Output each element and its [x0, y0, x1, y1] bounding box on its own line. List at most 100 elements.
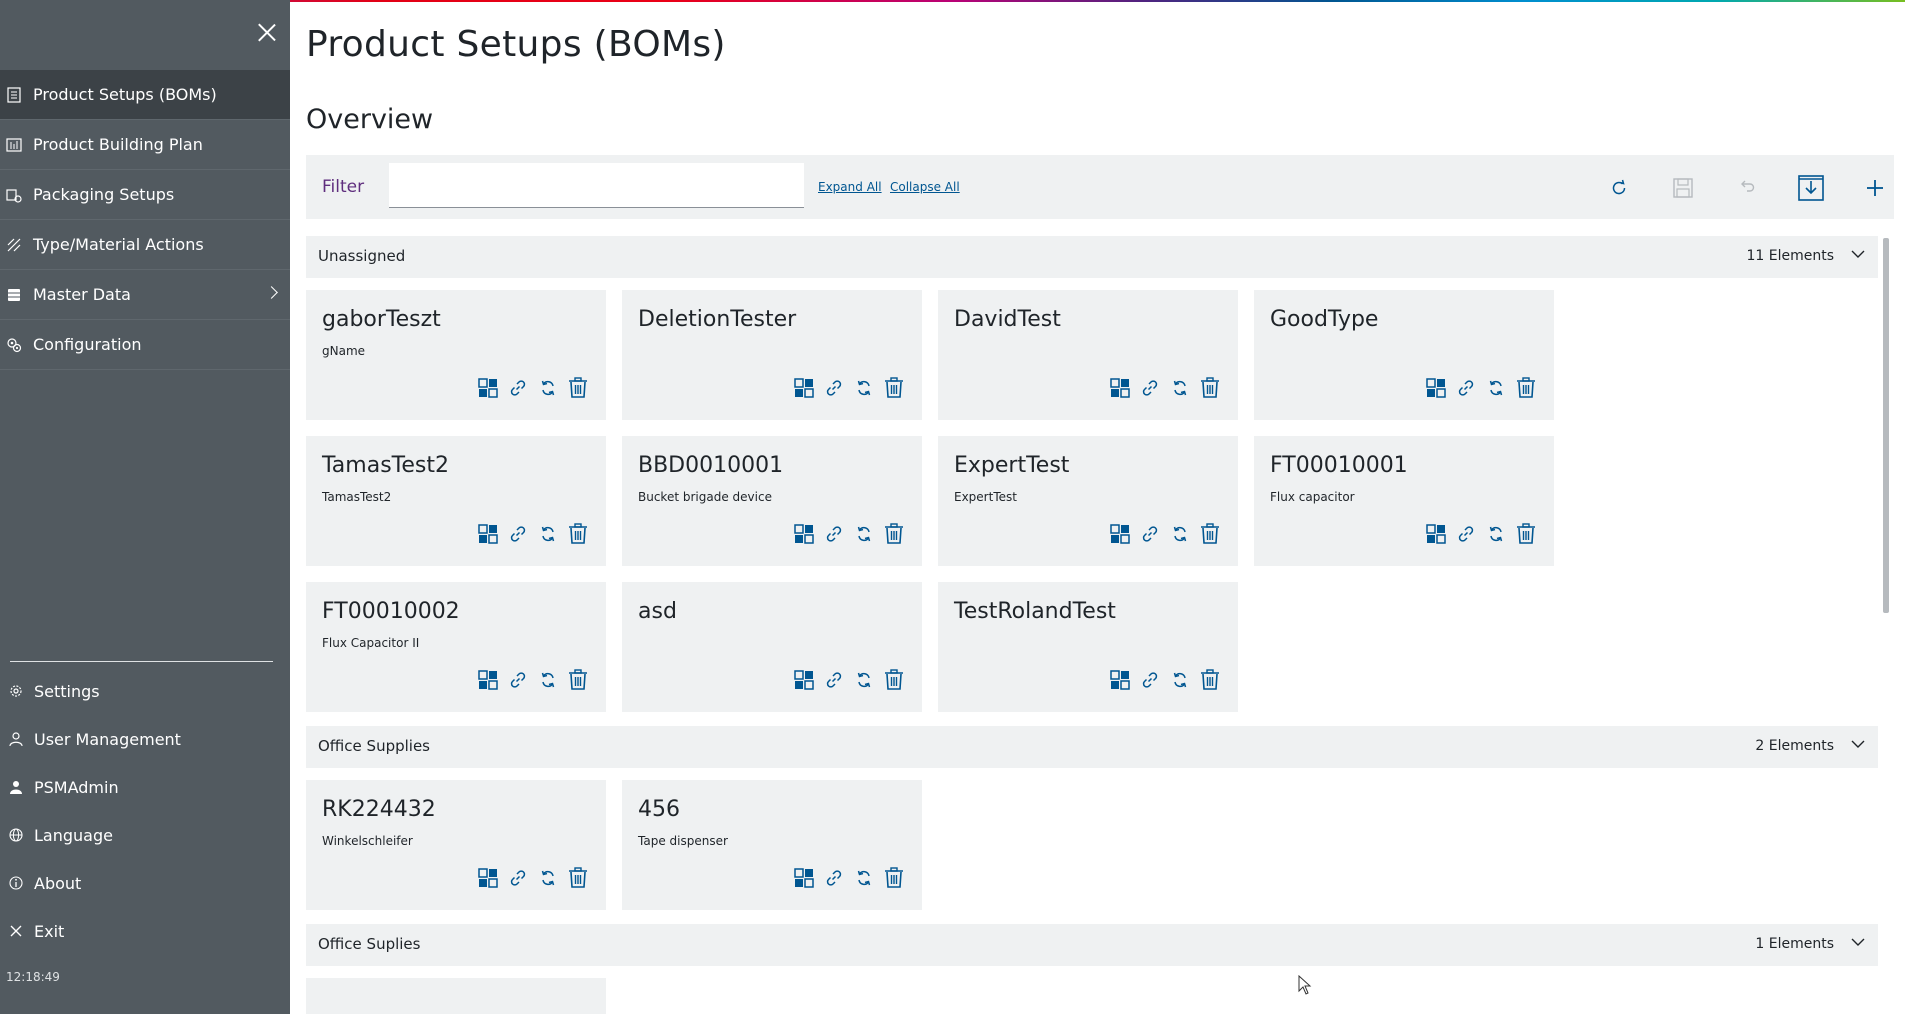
card-title: gaborTeszt	[322, 307, 441, 332]
sidebar-item-product-building-plan[interactable]: Product Building Plan	[0, 120, 290, 170]
product-card[interactable]: asd	[622, 582, 922, 712]
filter-input[interactable]	[389, 163, 804, 208]
structure-icon[interactable]	[794, 670, 814, 690]
product-card-partial[interactable]	[306, 978, 606, 1014]
structure-icon[interactable]	[1426, 378, 1446, 398]
download-icon[interactable]	[1798, 175, 1824, 201]
sidebar-item-psmadmin[interactable]: PSMAdmin	[0, 763, 290, 811]
delete-icon[interactable]	[568, 669, 588, 690]
collapse-all-link[interactable]: Collapse All	[890, 180, 960, 194]
link-icon[interactable]	[1456, 378, 1476, 398]
sync-icon[interactable]	[854, 868, 874, 888]
save-icon[interactable]	[1670, 175, 1696, 201]
add-icon[interactable]	[1862, 175, 1888, 201]
delete-icon[interactable]	[1200, 523, 1220, 544]
chevron-down-icon[interactable]	[1850, 246, 1866, 262]
structure-icon[interactable]	[1110, 670, 1130, 690]
link-icon[interactable]	[824, 868, 844, 888]
undo-icon[interactable]	[1734, 175, 1760, 201]
structure-icon[interactable]	[478, 670, 498, 690]
sync-icon[interactable]	[1486, 524, 1506, 544]
delete-icon[interactable]	[568, 867, 588, 888]
sync-icon[interactable]	[1170, 670, 1190, 690]
sidebar-item-product-setups[interactable]: Product Setups (BOMs)	[0, 70, 290, 120]
sidebar-item-about[interactable]: About	[0, 859, 290, 907]
structure-icon[interactable]	[794, 378, 814, 398]
sync-icon[interactable]	[538, 524, 558, 544]
structure-icon[interactable]	[794, 524, 814, 544]
sidebar-item-settings[interactable]: Settings	[0, 667, 290, 715]
product-card[interactable]: TestRolandTest	[938, 582, 1238, 712]
structure-icon[interactable]	[1110, 378, 1130, 398]
expand-all-link[interactable]: Expand All	[818, 180, 882, 194]
delete-icon[interactable]	[568, 523, 588, 544]
sync-icon[interactable]	[1486, 378, 1506, 398]
product-card[interactable]: GoodType	[1254, 290, 1554, 420]
delete-icon[interactable]	[884, 867, 904, 888]
sidebar-item-label: Product Setups (BOMs)	[33, 85, 217, 104]
link-icon[interactable]	[508, 670, 528, 690]
chevron-down-icon[interactable]	[1850, 736, 1866, 752]
sync-icon[interactable]	[1170, 524, 1190, 544]
link-icon[interactable]	[508, 868, 528, 888]
sync-icon[interactable]	[854, 524, 874, 544]
sync-icon[interactable]	[854, 378, 874, 398]
delete-icon[interactable]	[884, 377, 904, 398]
sync-icon[interactable]	[854, 670, 874, 690]
structure-icon[interactable]	[1110, 524, 1130, 544]
delete-icon[interactable]	[1516, 377, 1536, 398]
structure-icon[interactable]	[478, 524, 498, 544]
sync-icon[interactable]	[538, 868, 558, 888]
structure-icon[interactable]	[794, 868, 814, 888]
scrollbar-thumb[interactable]	[1883, 238, 1889, 613]
link-icon[interactable]	[1140, 524, 1160, 544]
sidebar-item-user-management[interactable]: User Management	[0, 715, 290, 763]
link-icon[interactable]	[1140, 670, 1160, 690]
structure-icon[interactable]	[1426, 524, 1446, 544]
product-card[interactable]: DavidTest	[938, 290, 1238, 420]
card-actions	[794, 523, 904, 544]
link-icon[interactable]	[824, 670, 844, 690]
refresh-icon[interactable]	[1606, 175, 1632, 201]
sidebar-item-master-data[interactable]: Master Data	[0, 270, 290, 320]
structure-icon[interactable]	[478, 868, 498, 888]
sidebar-item-packaging-setups[interactable]: Packaging Setups	[0, 170, 290, 220]
chevron-down-icon[interactable]	[1850, 934, 1866, 950]
close-sidebar-icon[interactable]	[254, 20, 280, 46]
sync-icon[interactable]	[538, 378, 558, 398]
sidebar-item-configuration[interactable]: Configuration	[0, 320, 290, 370]
structure-icon[interactable]	[478, 378, 498, 398]
product-card[interactable]: DeletionTester	[622, 290, 922, 420]
link-icon[interactable]	[508, 524, 528, 544]
delete-icon[interactable]	[1200, 377, 1220, 398]
sync-icon[interactable]	[1170, 378, 1190, 398]
delete-icon[interactable]	[1200, 669, 1220, 690]
card-title: FT00010002	[322, 599, 460, 624]
link-icon[interactable]	[824, 524, 844, 544]
sidebar-item-exit[interactable]: Exit	[0, 907, 290, 955]
delete-icon[interactable]	[884, 523, 904, 544]
link-icon[interactable]	[508, 378, 528, 398]
link-icon[interactable]	[1140, 378, 1160, 398]
delete-icon[interactable]	[884, 669, 904, 690]
sidebar-item-language[interactable]: Language	[0, 811, 290, 859]
delete-icon[interactable]	[1516, 523, 1536, 544]
sidebar-item-type-material-actions[interactable]: Type/Material Actions	[0, 220, 290, 270]
sidebar-item-label: Packaging Setups	[33, 185, 175, 204]
sync-icon[interactable]	[538, 670, 558, 690]
link-icon[interactable]	[1456, 524, 1476, 544]
card-title: FT00010001	[1270, 453, 1408, 478]
delete-icon[interactable]	[568, 377, 588, 398]
link-icon[interactable]	[824, 378, 844, 398]
